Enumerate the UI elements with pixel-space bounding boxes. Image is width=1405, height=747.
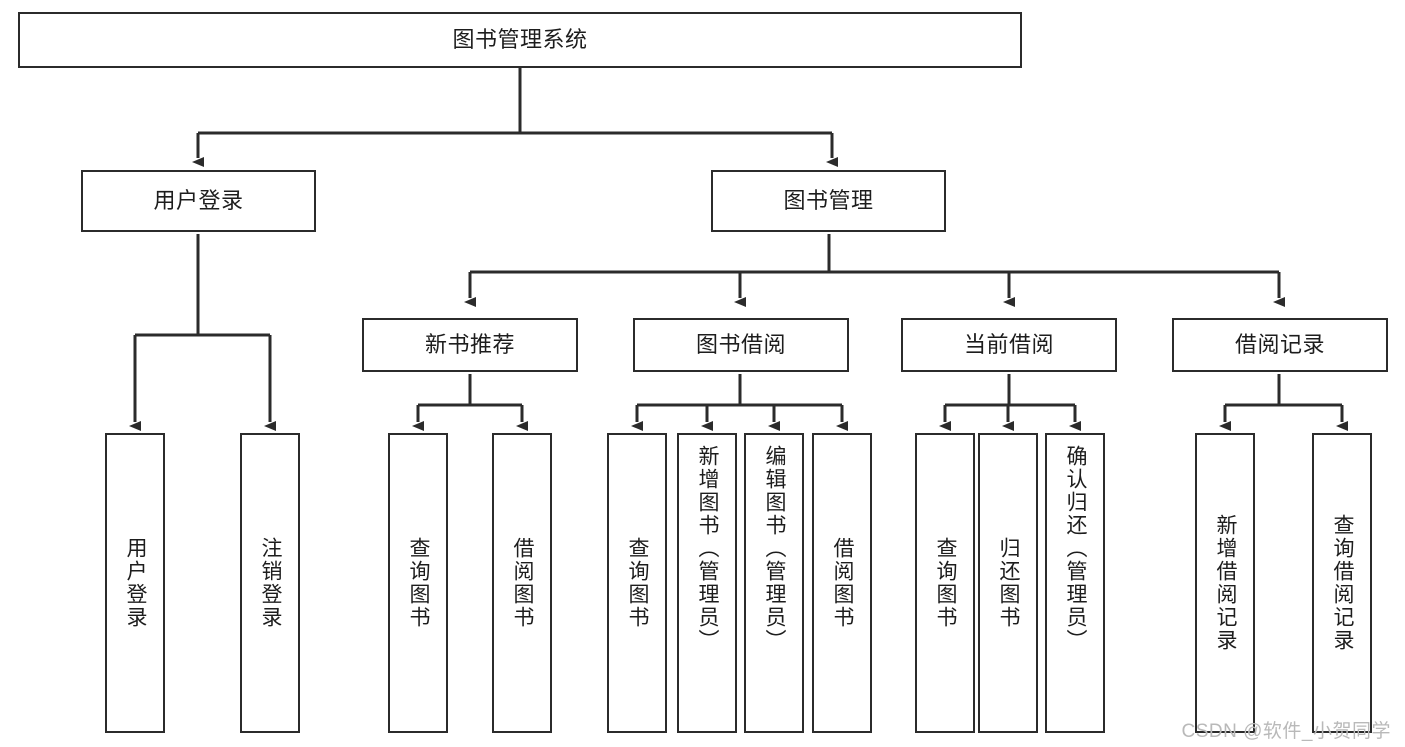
node-book-manage[interactable]: 图书管理 [711, 170, 946, 232]
leaf-borrow-book-2-label: 借阅图书 [831, 537, 855, 629]
leaf-query-book-2-label: 查询图书 [626, 537, 650, 629]
leaf-edit-book-label: 编辑图书（管理员） [763, 445, 787, 652]
leaf-add-book-label: 新增图书（管理员） [696, 445, 720, 652]
leaf-borrow-book-2[interactable]: 借阅图书 [812, 433, 872, 733]
node-book-borrow[interactable]: 图书借阅 [633, 318, 849, 372]
leaf-logout-label: 注销登录 [259, 537, 283, 629]
node-user-login-label: 用户登录 [153, 188, 244, 214]
leaf-confirm-return-label: 确认归还（管理员） [1064, 445, 1088, 652]
leaf-query-book-1-label: 查询图书 [407, 537, 431, 629]
leaf-query-book-3-label: 查询图书 [934, 537, 958, 629]
leaf-borrow-book-1-label: 借阅图书 [511, 537, 535, 629]
node-user-login[interactable]: 用户登录 [81, 170, 316, 232]
leaf-borrow-book-1[interactable]: 借阅图书 [492, 433, 552, 733]
node-current-borrow[interactable]: 当前借阅 [901, 318, 1117, 372]
leaf-query-book-2[interactable]: 查询图书 [607, 433, 667, 733]
node-book-manage-label: 图书管理 [783, 188, 874, 214]
node-root[interactable]: 图书管理系统 [18, 12, 1022, 68]
leaf-add-book[interactable]: 新增图书（管理员） [677, 433, 737, 733]
leaf-add-record[interactable]: 新增借阅记录 [1195, 433, 1255, 733]
leaf-add-record-label: 新增借阅记录 [1214, 514, 1238, 652]
leaf-user-login[interactable]: 用户登录 [105, 433, 165, 733]
node-new-book-rec-label: 新书推荐 [424, 332, 515, 358]
node-current-borrow-label: 当前借阅 [963, 332, 1054, 358]
leaf-return-book[interactable]: 归还图书 [978, 433, 1038, 733]
csdn-watermark: CSDN @软件_小贺同学 [1181, 721, 1391, 742]
node-borrow-record-label: 借阅记录 [1234, 332, 1325, 358]
leaf-logout[interactable]: 注销登录 [240, 433, 300, 733]
leaf-query-record[interactable]: 查询借阅记录 [1312, 433, 1372, 733]
node-borrow-record[interactable]: 借阅记录 [1172, 318, 1388, 372]
node-book-borrow-label: 图书借阅 [695, 332, 786, 358]
node-new-book-rec[interactable]: 新书推荐 [362, 318, 578, 372]
leaf-edit-book[interactable]: 编辑图书（管理员） [744, 433, 804, 733]
node-root-label: 图书管理系统 [452, 27, 588, 53]
leaf-query-record-label: 查询借阅记录 [1331, 514, 1355, 652]
leaf-confirm-return[interactable]: 确认归还（管理员） [1045, 433, 1105, 733]
leaf-query-book-1[interactable]: 查询图书 [388, 433, 448, 733]
leaf-user-login-label: 用户登录 [124, 537, 148, 629]
leaf-return-book-label: 归还图书 [997, 537, 1021, 629]
leaf-query-book-3[interactable]: 查询图书 [915, 433, 975, 733]
